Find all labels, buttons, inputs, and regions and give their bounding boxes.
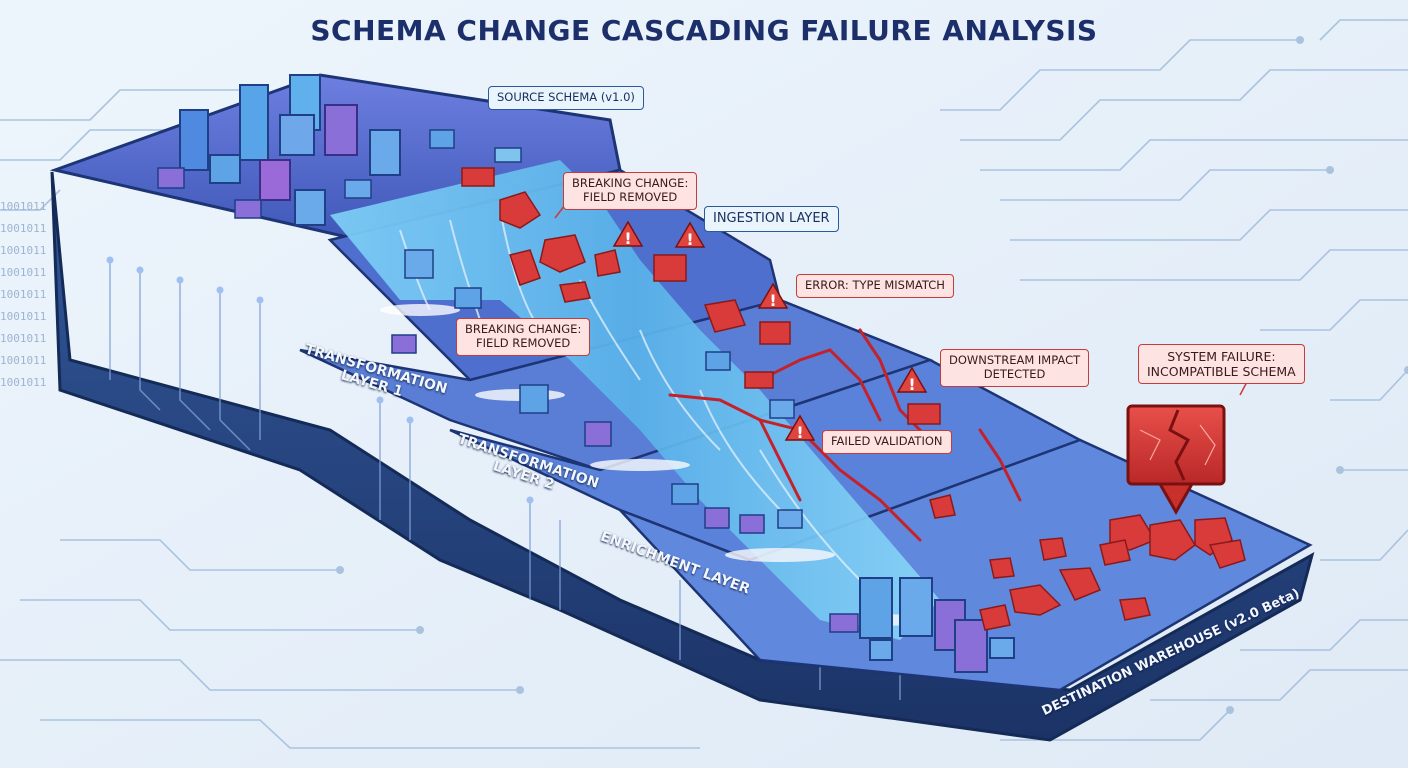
svg-text:!: ! xyxy=(796,423,803,442)
svg-text:!: ! xyxy=(686,230,693,249)
callout-line: DOWNSTREAM IMPACT xyxy=(949,354,1080,368)
svg-text:!: ! xyxy=(908,375,915,394)
callout-failed-validation: FAILED VALIDATION xyxy=(822,430,952,454)
page-title: SCHEMA CHANGE CASCADING FAILURE ANALYSIS xyxy=(0,14,1408,47)
callout-line: INCOMPATIBLE SCHEMA xyxy=(1147,364,1296,379)
callout-line: DETECTED xyxy=(949,368,1080,382)
svg-text:1001011: 1001011 xyxy=(0,200,46,213)
callout-breaking-change-top: BREAKING CHANGE: FIELD REMOVED xyxy=(563,172,697,210)
svg-text:1001011: 1001011 xyxy=(0,332,46,345)
svg-text:1001011: 1001011 xyxy=(0,376,46,389)
svg-text:1001011: 1001011 xyxy=(0,288,46,301)
svg-text:1001011: 1001011 xyxy=(0,244,46,257)
callout-line: BREAKING CHANGE: xyxy=(572,177,688,191)
callout-downstream-impact: DOWNSTREAM IMPACT DETECTED xyxy=(940,349,1089,387)
svg-text:!: ! xyxy=(624,229,631,248)
callout-breaking-change-mid: BREAKING CHANGE: FIELD REMOVED xyxy=(456,318,590,356)
callout-type-mismatch: ERROR: TYPE MISMATCH xyxy=(796,274,954,298)
svg-text:!: ! xyxy=(769,291,776,310)
callout-ingestion-layer: INGESTION LAYER xyxy=(704,206,839,232)
svg-text:1001011: 1001011 xyxy=(0,354,46,367)
callout-source-schema: SOURCE SCHEMA (v1.0) xyxy=(488,86,644,110)
callout-line: BREAKING CHANGE: xyxy=(465,323,581,337)
svg-text:1001011: 1001011 xyxy=(0,266,46,279)
callout-line: FIELD REMOVED xyxy=(572,191,688,205)
svg-text:1001011: 1001011 xyxy=(0,222,46,235)
binary-stream: 1001011 1001011 1001011 1001011 1001011 … xyxy=(0,200,46,389)
svg-text:1001011: 1001011 xyxy=(0,310,46,323)
callout-line: FIELD REMOVED xyxy=(465,337,581,351)
callout-system-failure: SYSTEM FAILURE: INCOMPATIBLE SCHEMA xyxy=(1138,344,1305,384)
callout-line: SYSTEM FAILURE: xyxy=(1147,349,1296,364)
